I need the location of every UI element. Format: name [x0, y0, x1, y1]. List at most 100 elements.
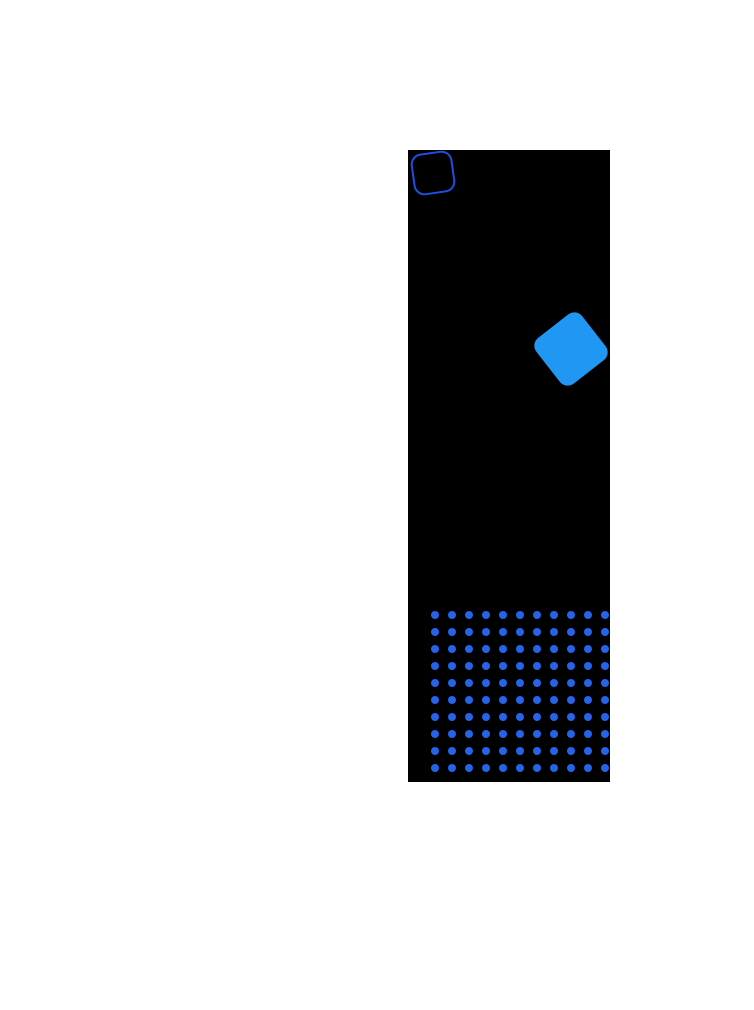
grid-dot — [601, 662, 609, 670]
grid-dot — [431, 628, 439, 636]
grid-dot — [516, 679, 524, 687]
grid-dot — [431, 696, 439, 704]
grid-dot — [482, 730, 490, 738]
grid-dot — [533, 764, 541, 772]
grid-dot — [584, 713, 592, 721]
grid-dot — [567, 611, 575, 619]
grid-dot — [499, 679, 507, 687]
grid-dot — [567, 645, 575, 653]
grid-dot — [567, 713, 575, 721]
grid-dot — [550, 662, 558, 670]
grid-dot — [533, 696, 541, 704]
grid-dot — [448, 713, 456, 721]
grid-dot — [567, 662, 575, 670]
grid-dot — [431, 611, 439, 619]
grid-dot — [431, 730, 439, 738]
grid-dot — [584, 747, 592, 755]
grid-dot — [431, 662, 439, 670]
grid-dot — [601, 696, 609, 704]
grid-dot — [584, 662, 592, 670]
grid-dot — [465, 696, 473, 704]
grid-dot — [584, 679, 592, 687]
grid-dot — [550, 679, 558, 687]
grid-dot — [533, 628, 541, 636]
grid-dot — [465, 730, 473, 738]
grid-dot — [533, 713, 541, 721]
grid-dot — [482, 747, 490, 755]
grid-dot — [465, 713, 473, 721]
grid-dot — [550, 713, 558, 721]
grid-dot — [533, 662, 541, 670]
grid-dot — [516, 730, 524, 738]
grid-dot — [550, 696, 558, 704]
grid-dot — [499, 713, 507, 721]
grid-dot — [601, 611, 609, 619]
grid-dot — [601, 747, 609, 755]
grid-dot — [431, 645, 439, 653]
grid-dot — [584, 628, 592, 636]
grid-dot — [465, 611, 473, 619]
grid-dot — [601, 679, 609, 687]
grid-dot — [448, 611, 456, 619]
grid-dot — [482, 764, 490, 772]
dot-grid — [431, 611, 609, 772]
grid-dot — [465, 764, 473, 772]
grid-dot — [601, 764, 609, 772]
grid-dot — [499, 730, 507, 738]
grid-dot — [550, 611, 558, 619]
grid-dot — [465, 662, 473, 670]
grid-dot — [567, 747, 575, 755]
grid-dot — [533, 730, 541, 738]
grid-dot — [499, 696, 507, 704]
grid-dot — [448, 696, 456, 704]
grid-dot — [499, 662, 507, 670]
grid-dot — [448, 730, 456, 738]
grid-dot — [482, 628, 490, 636]
grid-dot — [550, 747, 558, 755]
grid-dot — [465, 747, 473, 755]
grid-dot — [448, 662, 456, 670]
grid-dot — [601, 730, 609, 738]
grid-dot — [601, 645, 609, 653]
grid-dot — [516, 747, 524, 755]
grid-dot — [448, 628, 456, 636]
grid-dot — [431, 747, 439, 755]
grid-dot — [448, 764, 456, 772]
grid-dot — [431, 679, 439, 687]
grid-dot — [567, 679, 575, 687]
grid-dot — [499, 764, 507, 772]
grid-dot — [482, 696, 490, 704]
grid-dot — [465, 679, 473, 687]
grid-dot — [584, 730, 592, 738]
grid-dot — [516, 662, 524, 670]
grid-dot — [431, 764, 439, 772]
grid-dot — [550, 628, 558, 636]
grid-dot — [533, 611, 541, 619]
grid-dot — [567, 696, 575, 704]
grid-dot — [567, 764, 575, 772]
grid-dot — [567, 628, 575, 636]
grid-dot — [482, 645, 490, 653]
grid-dot — [499, 747, 507, 755]
grid-dot — [431, 713, 439, 721]
grid-dot — [601, 713, 609, 721]
grid-dot — [533, 645, 541, 653]
grid-dot — [584, 696, 592, 704]
grid-dot — [584, 645, 592, 653]
grid-dot — [533, 679, 541, 687]
grid-dot — [448, 747, 456, 755]
grid-dot — [465, 628, 473, 636]
grid-dot — [482, 662, 490, 670]
grid-dot — [533, 747, 541, 755]
grid-dot — [448, 679, 456, 687]
grid-dot — [516, 611, 524, 619]
grid-dot — [516, 628, 524, 636]
grid-dot — [482, 713, 490, 721]
grid-dot — [550, 645, 558, 653]
grid-dot — [584, 611, 592, 619]
grid-dot — [482, 679, 490, 687]
grid-dot — [516, 696, 524, 704]
grid-dot — [465, 645, 473, 653]
grid-dot — [550, 730, 558, 738]
